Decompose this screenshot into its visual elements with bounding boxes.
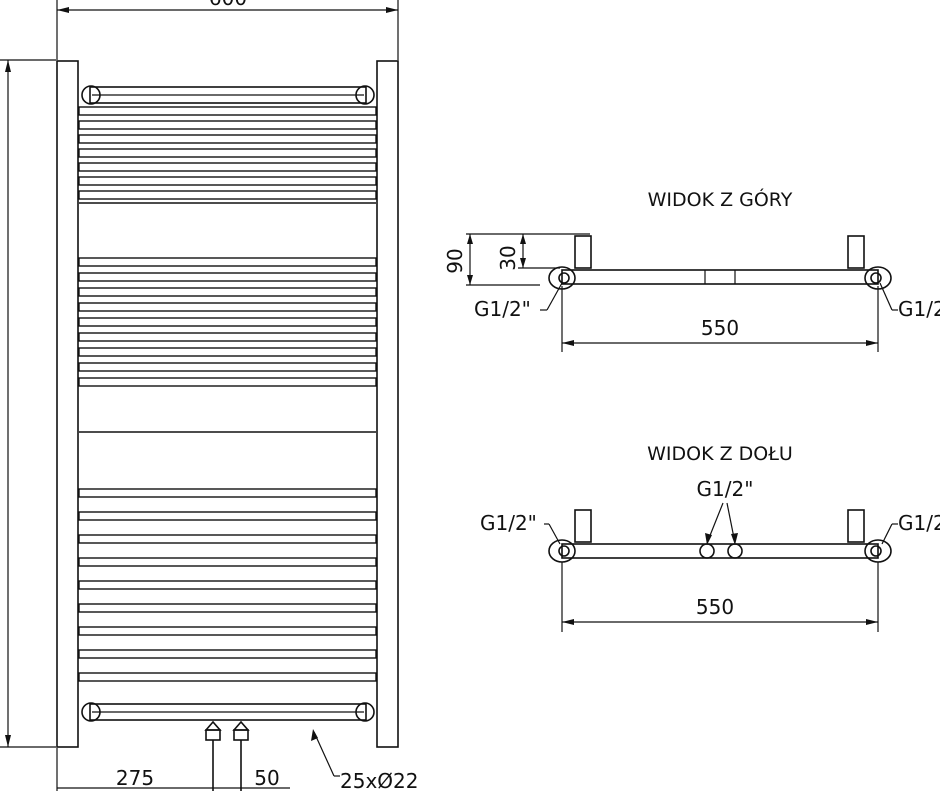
valve-body [204,720,222,731]
connection-circle [355,702,375,722]
arrow-head [5,60,11,72]
thread-left-label: G1/2" [474,297,531,321]
wall-bracket-right [847,509,865,543]
spacing-label: 550 [696,595,734,619]
collector-bar [561,269,879,285]
tube [78,134,377,144]
leader [546,282,563,311]
horizontal-tubes [78,106,377,682]
arrow-head [5,735,11,747]
arrow-head [57,7,69,13]
leader [881,523,893,545]
collector-bar [89,86,367,104]
valve-right [232,720,250,791]
thread-left-icon [558,272,570,284]
tube [78,672,377,682]
arrow-head [866,340,878,346]
arrow-head [520,258,526,268]
tube [78,603,377,613]
tube [78,120,377,130]
valve-body [232,720,250,731]
tube [78,257,377,267]
tube [78,272,377,282]
depth-pipe-label: 30 [496,245,520,270]
thread-center-label: G1/2" [697,477,754,501]
tube-count-label: 25xØ22 [340,769,418,791]
valve-nut [233,729,249,741]
connection-circle [355,85,375,105]
tube [78,148,377,158]
width-label: 600 [209,0,247,10]
left-rail [56,60,79,748]
thread-right-label: G1/2" [898,511,940,535]
thread-right-icon [870,272,882,284]
thread-right-label: G1/2" [898,297,940,321]
bottom-view: WIDOK Z DOŁU G1/2" G1/2" G1/2" 5 [480,443,940,632]
tube [78,287,377,297]
tube [78,347,377,357]
front-view: 600 [0,0,418,791]
tube [78,317,377,327]
leader [548,523,561,545]
valve-nut [205,729,221,741]
connection-center-right-icon [727,543,743,559]
top-view: WIDOK Z GÓRY 90 30 G1/2" G1/2" [443,187,940,352]
arrow-head [705,533,712,545]
tube [78,557,377,567]
tube [78,488,377,498]
arrow-head [467,275,473,285]
arrow-head [386,7,398,13]
dim-label-50: 50 [254,766,279,790]
spacing-label: 550 [701,316,739,340]
tube [78,106,377,116]
leader [879,282,893,311]
right-rail [376,60,399,748]
tube [78,176,377,186]
arrow-head [467,234,473,244]
tube [78,626,377,636]
bottom-collector [81,702,375,722]
arrow-head [520,234,526,244]
wall-bracket-left [574,509,592,543]
tube-count-leader [313,731,335,777]
arrow-head [311,729,318,741]
thread-left-icon [558,545,570,557]
dim-label-275: 275 [116,766,154,790]
connection-circle [81,85,101,105]
connection-circle [81,702,101,722]
tube [78,649,377,659]
tube [78,534,377,544]
valve-left [204,720,222,791]
tube [78,190,377,200]
bottom-view-title: WIDOK Z DOŁU [647,443,793,465]
tube [78,580,377,590]
depth-total-label: 90 [443,248,467,273]
tube [78,302,377,312]
tube [78,332,377,342]
collector-bar [561,543,879,559]
arrow-head [562,340,574,346]
top-view-title: WIDOK Z GÓRY [648,187,793,211]
tube [78,362,377,372]
arrow-head [866,619,878,625]
arrow-head [731,533,738,545]
tube [78,377,377,387]
top-collector [81,85,375,105]
thread-right-icon [870,545,882,557]
thread-left-label: G1/2" [480,511,537,535]
tube [78,511,377,521]
arrow-head [562,619,574,625]
collector-bar [89,703,367,721]
wall-bracket-right [847,235,865,269]
wall-bracket-left [574,235,592,269]
connection-center-left-icon [699,543,715,559]
tube [78,162,377,172]
